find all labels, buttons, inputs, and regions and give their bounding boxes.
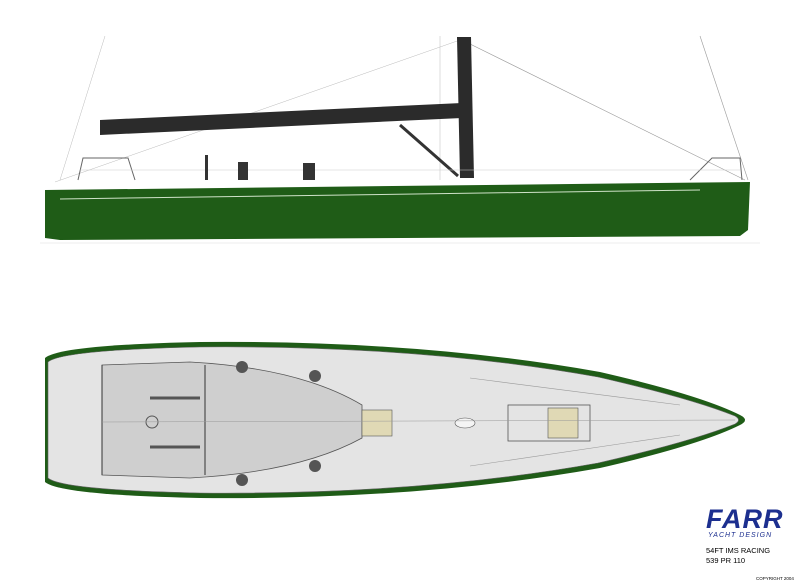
pedestal [205, 155, 208, 180]
forehatch [547, 407, 579, 439]
design-name: 54FT IMS RACING [706, 546, 771, 555]
backstay-top [59, 35, 106, 181]
side-profile [40, 35, 760, 244]
forehatch-frame [507, 404, 591, 442]
winch [236, 361, 248, 373]
logo-tagline: YACHT DESIGN [708, 532, 773, 539]
centerline [101, 419, 736, 423]
boom-vang [399, 123, 459, 178]
winch [309, 370, 321, 382]
logo-brand: FARR [706, 504, 784, 534]
winch [236, 474, 248, 486]
forestay-top [699, 35, 749, 181]
stern-pulpit [77, 157, 136, 181]
jib-track [469, 434, 681, 467]
bow-pulpit [689, 157, 743, 181]
forestay [461, 39, 746, 181]
mast-partner [454, 417, 476, 429]
farr-logo: FARR YACHT DESIGN [706, 504, 791, 540]
sheer-line [59, 189, 701, 200]
jib-track [469, 377, 681, 406]
winch-primary [238, 162, 248, 180]
winch [309, 460, 321, 472]
copyright: COPYRIGHT 2004 [756, 576, 794, 581]
deck-plan [45, 341, 745, 499]
design-number: 539 PR 110 [706, 556, 746, 565]
cockpit [101, 361, 363, 479]
winch-secondary [303, 163, 315, 180]
companionway-hatch [361, 409, 393, 437]
boom [100, 103, 462, 135]
title-block: 54FT IMS RACING 539 PR 110 [706, 546, 770, 566]
mast [457, 37, 474, 178]
